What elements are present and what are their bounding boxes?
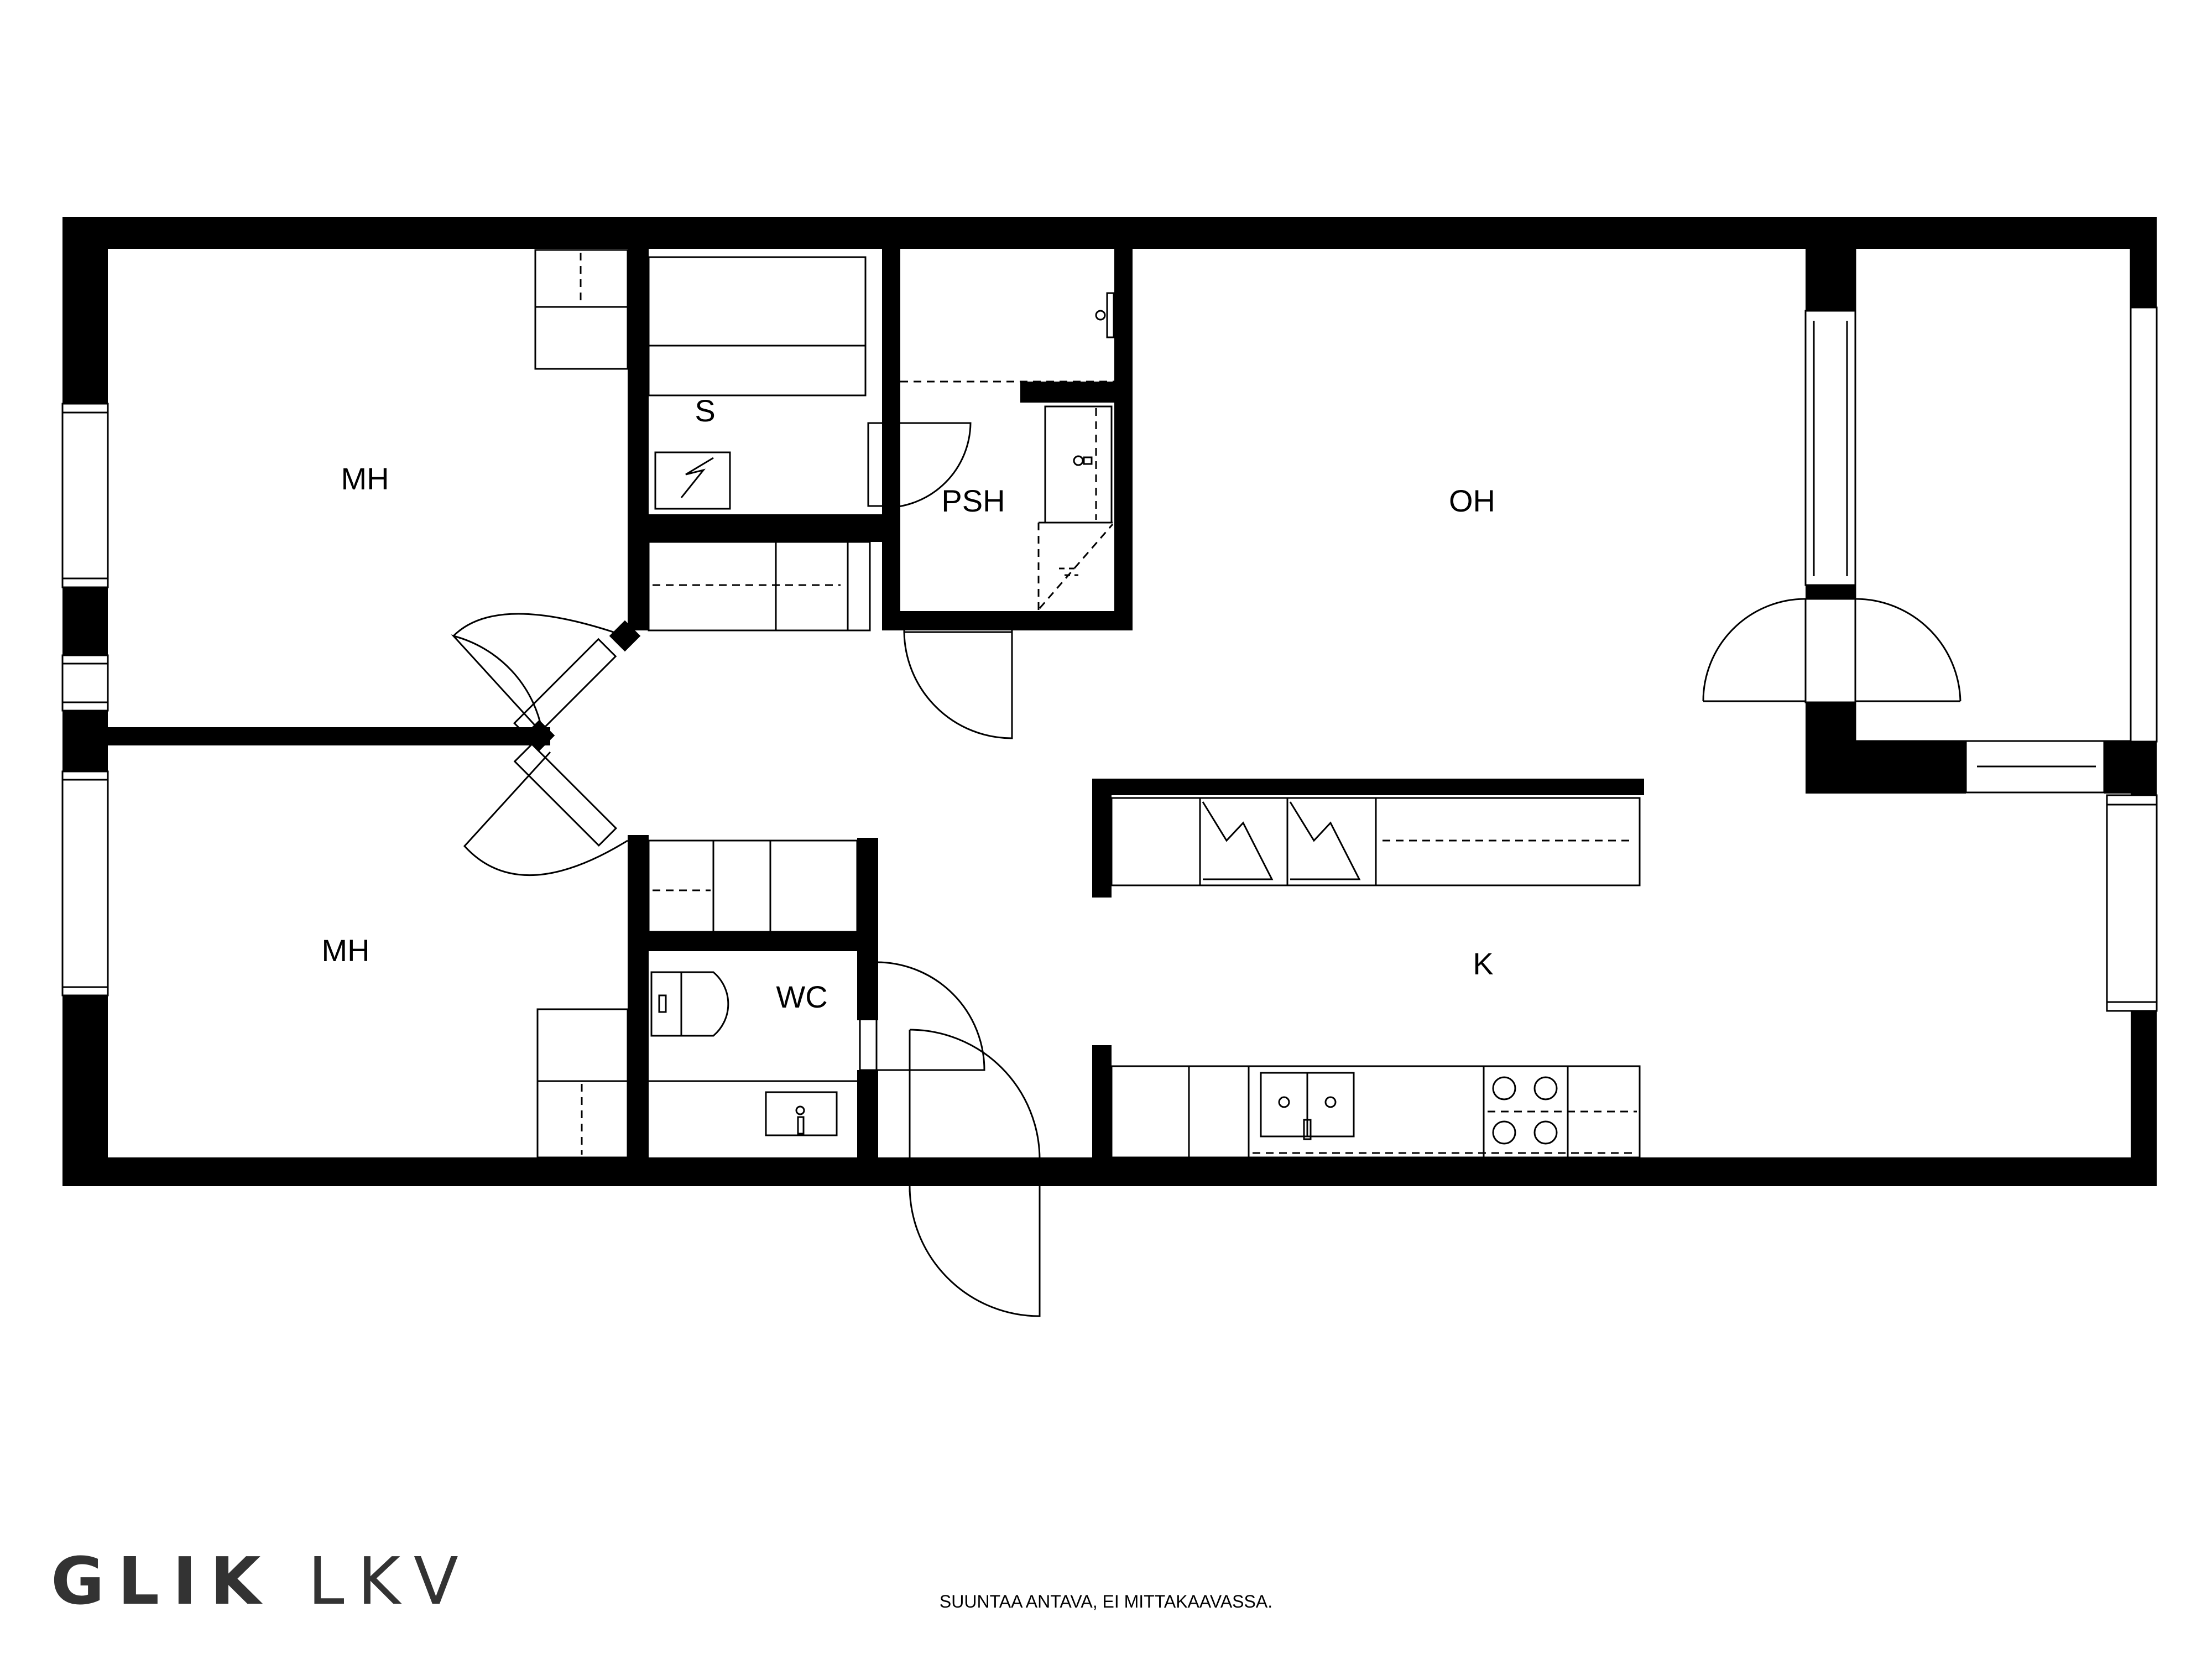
balcony-doors (1702, 598, 1961, 702)
room-label-kitchen: K (1473, 946, 1493, 981)
balcony-walls (1806, 217, 2157, 794)
disclaimer-text: SUUNTAA ANTAVA, EI MITTAKAAVASSA. (939, 1592, 1273, 1611)
room-label-bedroom-upper: MH (341, 461, 389, 496)
room-label-wc: WC (776, 979, 827, 1014)
room-label-sauna: S (695, 393, 715, 428)
fixtures (534, 249, 1641, 1159)
room-label-living-room: OH (1449, 483, 1495, 518)
balcony-glass (1804, 242, 2132, 742)
brand-logo-bold: GLIK (51, 1543, 274, 1619)
doors (451, 422, 1041, 1317)
room-label-shower: PSH (941, 483, 1005, 518)
brand-logo-light: LKV (307, 1543, 472, 1619)
interior-walls (108, 249, 1644, 1157)
room-label-bedroom-lower: MH (321, 933, 369, 968)
brand-logo: GLIK LKV (51, 1543, 472, 1619)
windows (61, 306, 2158, 1012)
